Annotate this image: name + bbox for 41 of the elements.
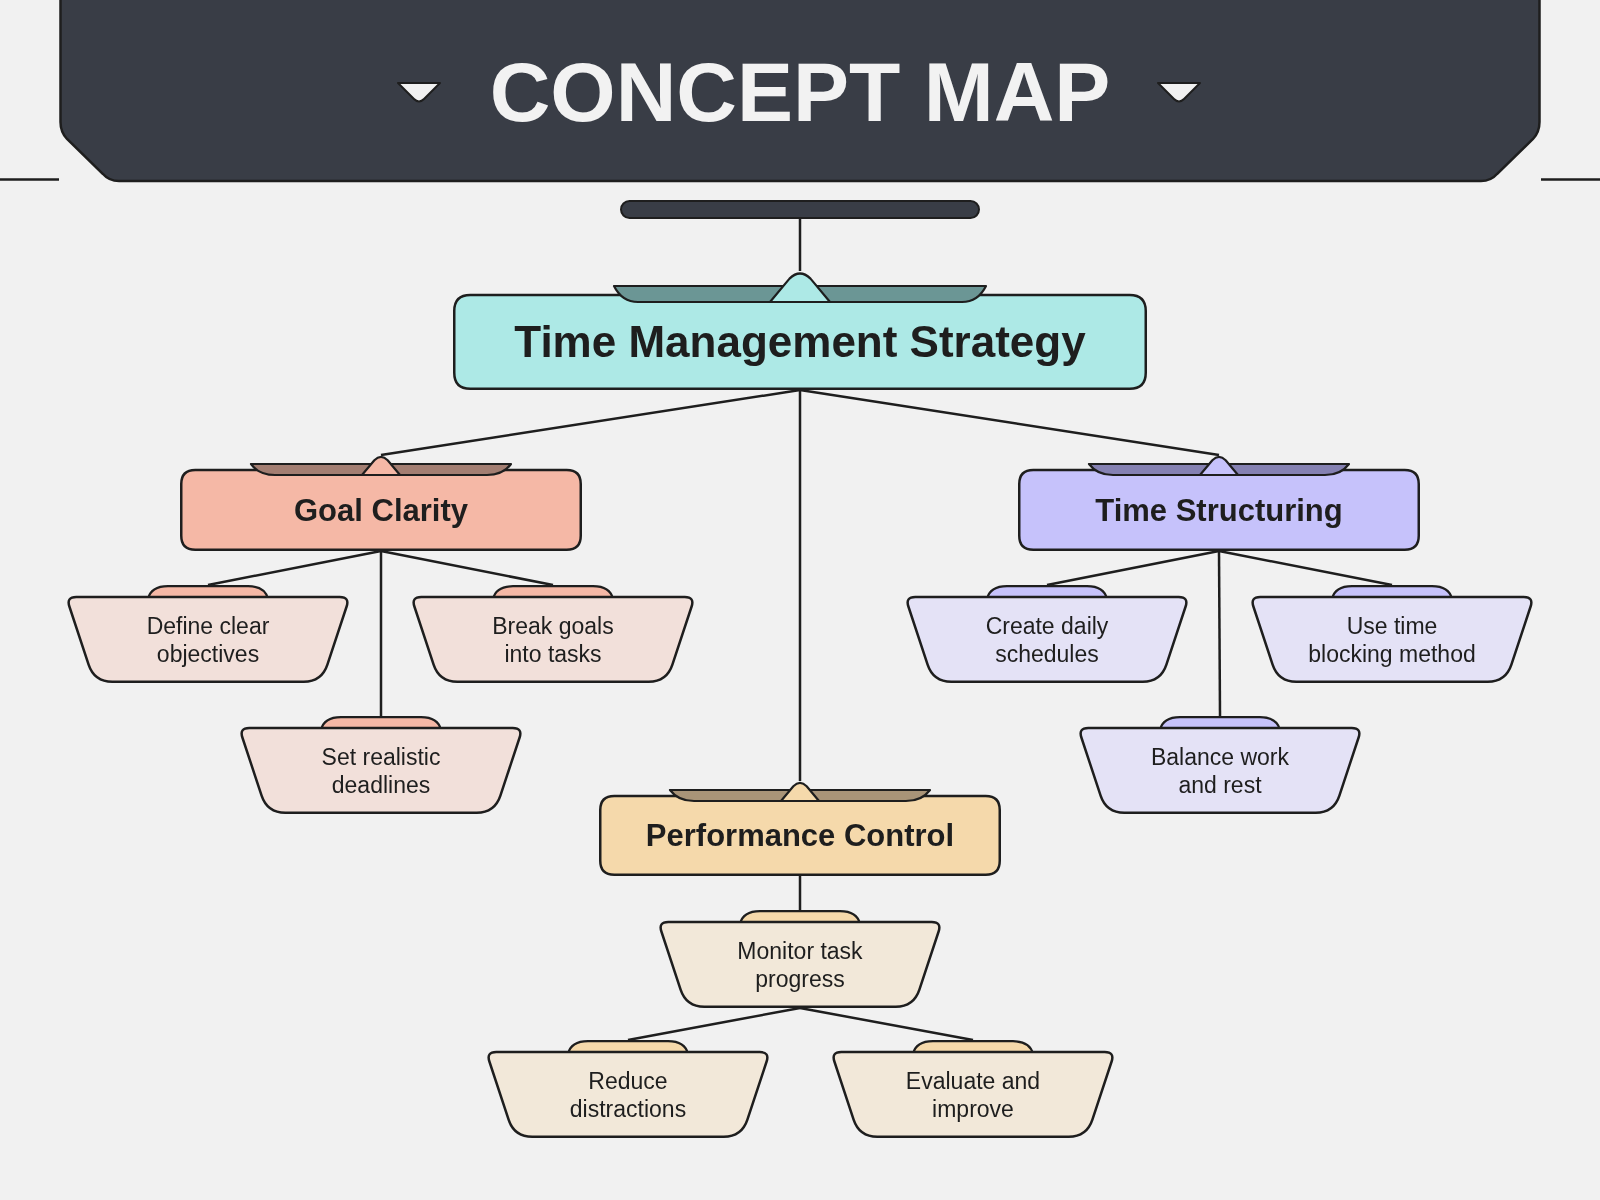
- node-label: Define clear objectives: [145, 612, 271, 668]
- diagram-title: CONCEPT MAP: [489, 50, 1111, 134]
- subtopic-node: [657, 910, 943, 1008]
- node-label: Monitor task progress: [736, 937, 864, 993]
- connector-line: [799, 1006, 974, 1042]
- node-title: Goal Clarity: [294, 492, 468, 529]
- subtopic-node: [238, 716, 524, 814]
- node-label: Set realistic deadlines: [320, 743, 442, 799]
- connector-line: [798, 876, 802, 910]
- connector-line: [207, 549, 382, 587]
- connector-line: [1218, 549, 1393, 587]
- subtopic-node: [1249, 585, 1535, 683]
- connector-line: [799, 388, 1220, 457]
- node-title: Time Structuring: [1095, 492, 1343, 529]
- connector-line: [379, 551, 383, 716]
- connector-line: [627, 1006, 801, 1042]
- node-title: Performance Control: [645, 818, 955, 854]
- topic-node: [180, 455, 582, 551]
- connector-line: [1046, 549, 1220, 587]
- subtopic-node: [65, 585, 351, 683]
- node-label: Evaluate and improve: [904, 1067, 1042, 1123]
- subtopic-node: [485, 1040, 771, 1138]
- connector-line: [798, 219, 802, 271]
- node-label: Create daily schedules: [984, 612, 1110, 668]
- subtopic-node: [1077, 716, 1363, 814]
- main-topic-node: [453, 271, 1147, 390]
- node-label: Use time blocking method: [1307, 612, 1477, 668]
- connector-line: [380, 388, 801, 457]
- node-label: Balance work and rest: [1149, 743, 1291, 799]
- connector-line: [798, 390, 802, 781]
- connector-line: [380, 549, 554, 587]
- connector-line: [1217, 551, 1222, 716]
- node-label: Break goals into tasks: [491, 612, 615, 668]
- subtopic-node: [904, 585, 1190, 683]
- topic-node: [1018, 455, 1420, 551]
- node-title: Time Management Strategy: [514, 317, 1086, 368]
- bar-shape: [620, 200, 980, 219]
- subtopic-node: [410, 585, 696, 683]
- topic-node: [599, 781, 1001, 876]
- subtopic-node: [830, 1040, 1116, 1138]
- node-label: Reduce distractions: [568, 1067, 688, 1123]
